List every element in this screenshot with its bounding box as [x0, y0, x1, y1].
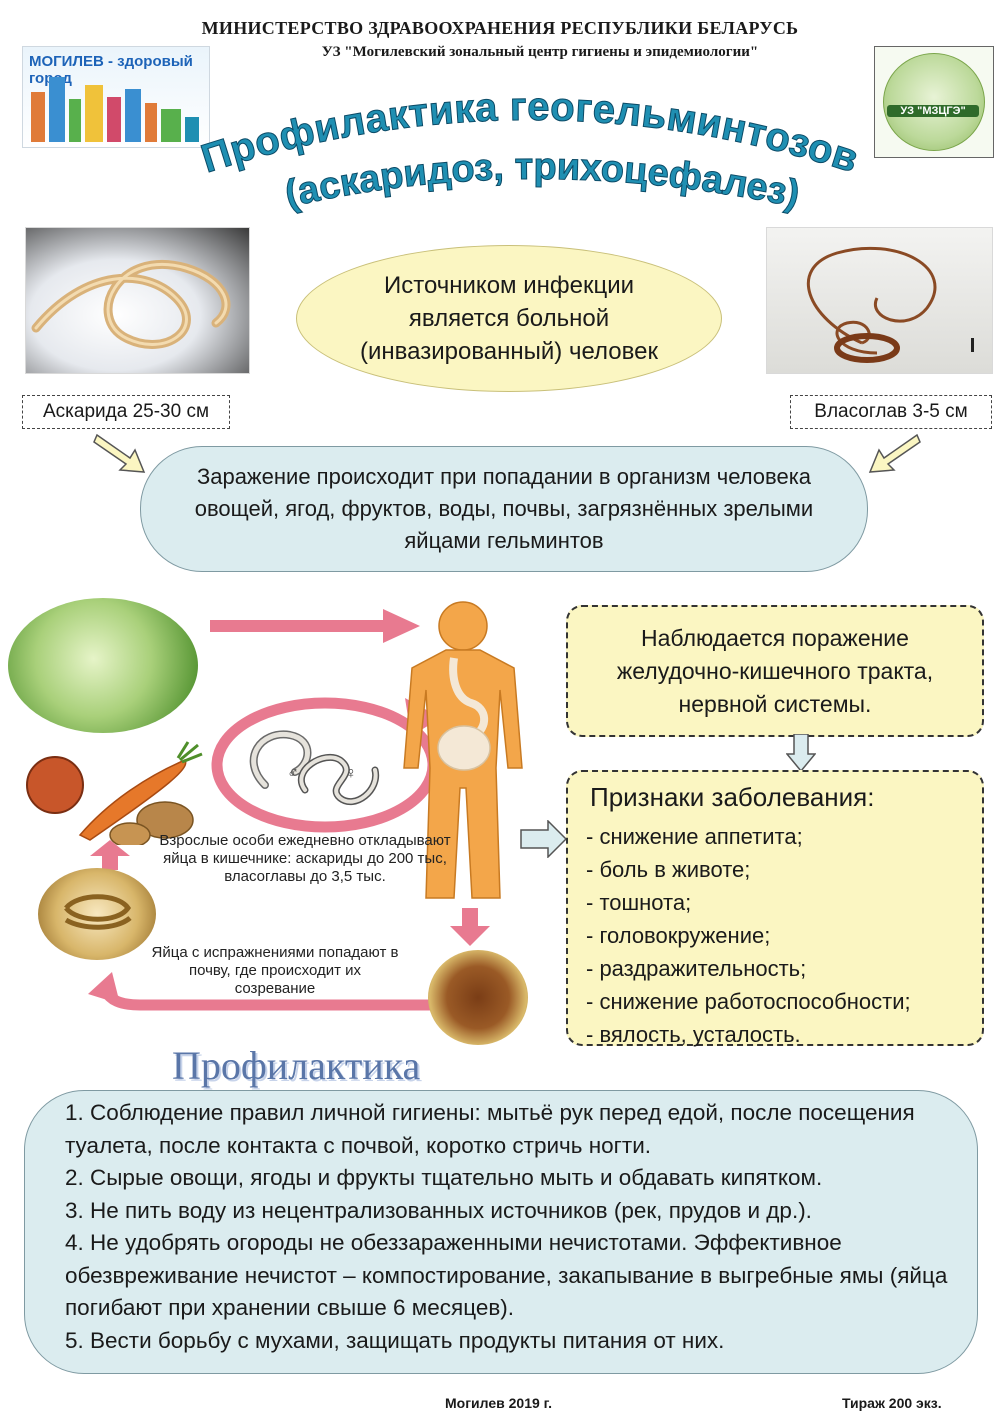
mzcge-logo: УЗ "МЗЦГЭ" — [874, 46, 994, 158]
logo-circle — [883, 53, 985, 151]
title-line2: (аскаридоз, трихоцефалез) — [281, 145, 804, 216]
lesion-text: Наблюдается поражение желудочно-кишечног… — [616, 624, 934, 717]
vlasoglav-photo — [766, 227, 993, 374]
arrow-up-to-vegetables-icon — [90, 840, 130, 870]
arrow-down-left-icon — [868, 433, 921, 473]
sign-item: - снижение работоспособности; — [586, 989, 911, 1014]
infection-source-text: Источником инфекции является больной (ин… — [360, 272, 658, 365]
prophylaxis-list: 1. Соблюдение правил личной гигиены: мыт… — [65, 1097, 965, 1357]
main-title: Профилактика геогельминтозов (аскаридоз,… — [196, 84, 864, 216]
sign-item: - раздражительность; — [586, 956, 807, 981]
prophylaxis-item: 5. Вести борьбу с мухами, защищать проду… — [65, 1327, 725, 1353]
arrow-to-signs-box-icon — [520, 820, 568, 858]
arrow-down-to-egg-icon — [450, 908, 490, 946]
infection-source-bubble: Источником инфекции является больной (ин… — [296, 245, 722, 392]
mature-egg-image — [38, 868, 156, 960]
vegetables-image — [26, 741, 203, 845]
prophylaxis-item: 3. Не пить воду из нецентрализованных ис… — [65, 1197, 812, 1223]
lesion-box: Наблюдается поражение желудочно-кишечног… — [566, 605, 984, 737]
svg-text:(аскаридоз, трихоцефалез): (аскаридоз, трихоцефалез) — [281, 146, 803, 216]
vlasoglav-worm-image — [806, 246, 974, 363]
sign-item: - вялость, усталость. — [586, 1022, 801, 1047]
organization-header: УЗ "Могилевский зональный центр гигиены … — [321, 44, 759, 60]
larva-in-egg-icon — [64, 894, 132, 930]
cabbage-image — [8, 598, 198, 733]
sign-item: - головокружение; — [586, 923, 771, 948]
signs-list: - снижение аппетита; - боль в животе; - … — [586, 820, 911, 1051]
human-body-illustration — [403, 601, 523, 899]
prophylaxis-item: 4. Не удобрять огороды не обеззараженным… — [65, 1230, 948, 1320]
arrow-to-signs-icon — [786, 734, 816, 772]
ministry-header: МИНИСТЕРСТВО ЗДРАВООХРАНЕНИЯ РЕСПУБЛИКИ … — [201, 18, 799, 38]
sign-item: - тошнота; — [586, 890, 692, 915]
sign-item: - боль в животе; — [586, 857, 751, 882]
prophylaxis-box: 1. Соблюдение правил личной гигиены: мыт… — [24, 1090, 978, 1374]
eggs-caption: Яйца с испражнениями попадают в почву, г… — [151, 944, 399, 997]
infection-route-text: Заражение происходит при попадании в орг… — [194, 464, 814, 553]
mogilev-healthy-city-logo: МОГИЛЕВ - здоровый город — [22, 46, 210, 148]
prophylaxis-heading: Профилактика — [172, 1043, 421, 1088]
infection-route-box: Заражение происходит при попадании в орг… — [140, 446, 868, 572]
ascarida-worm-image — [31, 260, 231, 349]
svg-text:♂: ♂ — [287, 765, 299, 782]
footer-place-year: Могилев 2019 г. — [445, 1395, 552, 1411]
signs-title: Признаки заболевания: — [590, 782, 875, 812]
ascarida-size-label: Аскарида 25-30 см — [22, 395, 230, 429]
arrow-to-human-icon — [210, 609, 420, 643]
footer-circulation: Тираж 200 экз. — [842, 1395, 942, 1411]
prophylaxis-item: 1. Соблюдение правил личной гигиены: мыт… — [65, 1100, 915, 1158]
sign-item: - снижение аппетита; — [586, 824, 803, 849]
adults-caption: Взрослые особи ежедневно откладывают яйц… — [159, 832, 451, 885]
vlasoglav-size-label: Власоглав 3-5 см — [790, 395, 992, 429]
ascarida-photo — [25, 227, 250, 374]
disease-signs-box: Признаки заболевания: - снижение аппетит… — [566, 770, 984, 1047]
arrow-down-right-icon — [93, 433, 146, 473]
prophylaxis-item: 2. Сырые овощи, ягоды и фрукты тщательно… — [65, 1165, 823, 1190]
logo-right-label: УЗ "МЗЦГЭ" — [887, 105, 979, 117]
city-buildings-icon — [31, 77, 199, 142]
svg-text:♀: ♀ — [345, 765, 357, 782]
arrow-back-to-soil-icon — [88, 972, 430, 1011]
fresh-egg-image — [428, 950, 528, 1045]
